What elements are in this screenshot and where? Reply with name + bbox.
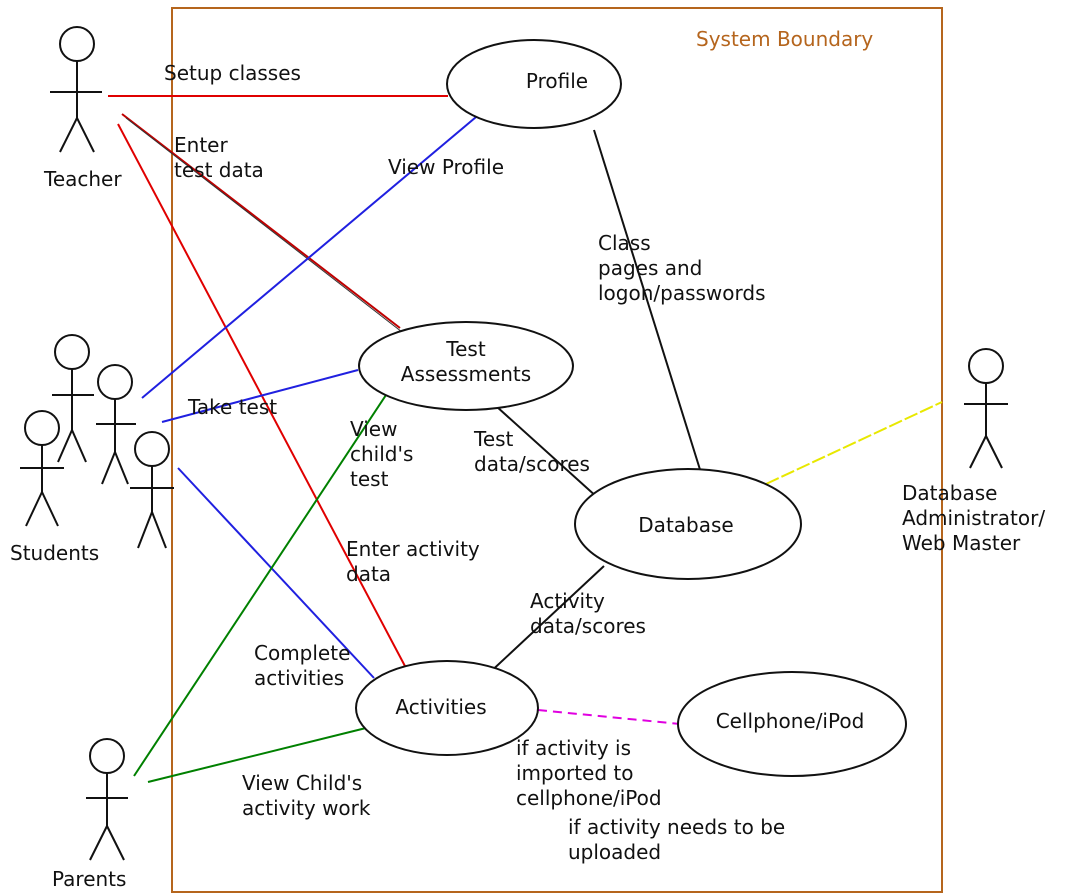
enter-test-data-label: test data: [174, 158, 264, 182]
view-childs-test-label: child's: [350, 442, 413, 466]
student-actor-middle: [96, 364, 136, 485]
enter-activity-data-label: Enter activity: [346, 537, 480, 561]
dba-line: [765, 401, 943, 485]
if-uploaded-label: if activity needs to be: [568, 815, 785, 839]
class-pages-label: pages and: [598, 256, 702, 280]
database-label: Database: [638, 513, 733, 537]
take-test-label: Take test: [187, 395, 277, 419]
complete-activities-line: [177, 467, 375, 679]
activity-data-scores-line: [485, 565, 605, 677]
enter-test-data-line: [121, 113, 401, 329]
associations: [108, 95, 943, 783]
profile-label: Profile: [526, 69, 588, 93]
complete-activities-label: Complete: [254, 641, 350, 665]
dba-label: Web Master: [902, 531, 1021, 555]
test-data-scores-label: Test: [473, 427, 514, 451]
cellphone-label: Cellphone/iPod: [716, 709, 865, 733]
parents-actor: [86, 738, 128, 861]
enter-test-data-label: Enter: [174, 133, 228, 157]
labels: TeacherStudentsParentsDatabaseAdministra…: [10, 61, 1045, 891]
student-actor-front: [130, 431, 174, 549]
class-pages-label: Class: [598, 231, 651, 255]
if-imported-label: cellphone/iPod: [516, 786, 662, 810]
test-data-scores-label: data/scores: [474, 452, 590, 476]
setup-classes-label: Setup classes: [164, 61, 301, 85]
view-childs-activity-label: activity work: [242, 796, 371, 820]
view-childs-test-label: test: [350, 467, 389, 491]
activity-data-scores-label: data/scores: [530, 614, 646, 638]
take-test-line: [161, 369, 359, 423]
teacher-label: Teacher: [43, 167, 122, 191]
enter-activity-data-label: data: [346, 562, 391, 586]
system-boundary-label: System Boundary: [696, 27, 873, 51]
students-label: Students: [10, 541, 99, 565]
activity-data-scores-label: Activity: [530, 589, 605, 613]
dba-actor: [964, 348, 1008, 469]
view-childs-test-label: View: [350, 417, 397, 441]
test-data-scores-line: [495, 405, 599, 499]
student-actor-left: [20, 410, 64, 527]
view-childs-activity-line: [147, 727, 367, 783]
teacher-actor: [50, 26, 102, 153]
parents-label: Parents: [52, 867, 126, 891]
enter-test-data-line-shadow: [125, 117, 403, 333]
use-cases: [355, 39, 907, 777]
cellphone-use-case: [677, 671, 907, 777]
profile-use-case: [446, 39, 622, 129]
view-childs-test-line: [133, 391, 389, 777]
class-pages-line: [593, 129, 703, 477]
activities-use-case: [355, 660, 539, 756]
student-actor-back: [52, 334, 94, 463]
if-uploaded-label: uploaded: [568, 840, 661, 864]
class-pages-label: logon/passwords: [598, 281, 766, 305]
database-use-case: [574, 468, 802, 580]
cellphone-line: [537, 709, 681, 725]
view-profile-label: View Profile: [388, 155, 504, 179]
dba-label: Administrator/: [902, 506, 1045, 530]
test-assessments-use-case: [358, 321, 574, 411]
complete-activities-label: activities: [254, 666, 344, 690]
view-profile-line: [141, 111, 483, 399]
test-assessments-label: Assessments: [401, 362, 531, 386]
view-childs-activity-label: View Child's: [242, 771, 362, 795]
if-imported-label: imported to: [516, 761, 633, 785]
activities-label: Activities: [395, 695, 486, 719]
if-imported-label: if activity is: [516, 736, 631, 760]
test-assessments-label: Test: [445, 337, 486, 361]
dba-label: Database: [902, 481, 997, 505]
system-boundary: [171, 7, 943, 893]
